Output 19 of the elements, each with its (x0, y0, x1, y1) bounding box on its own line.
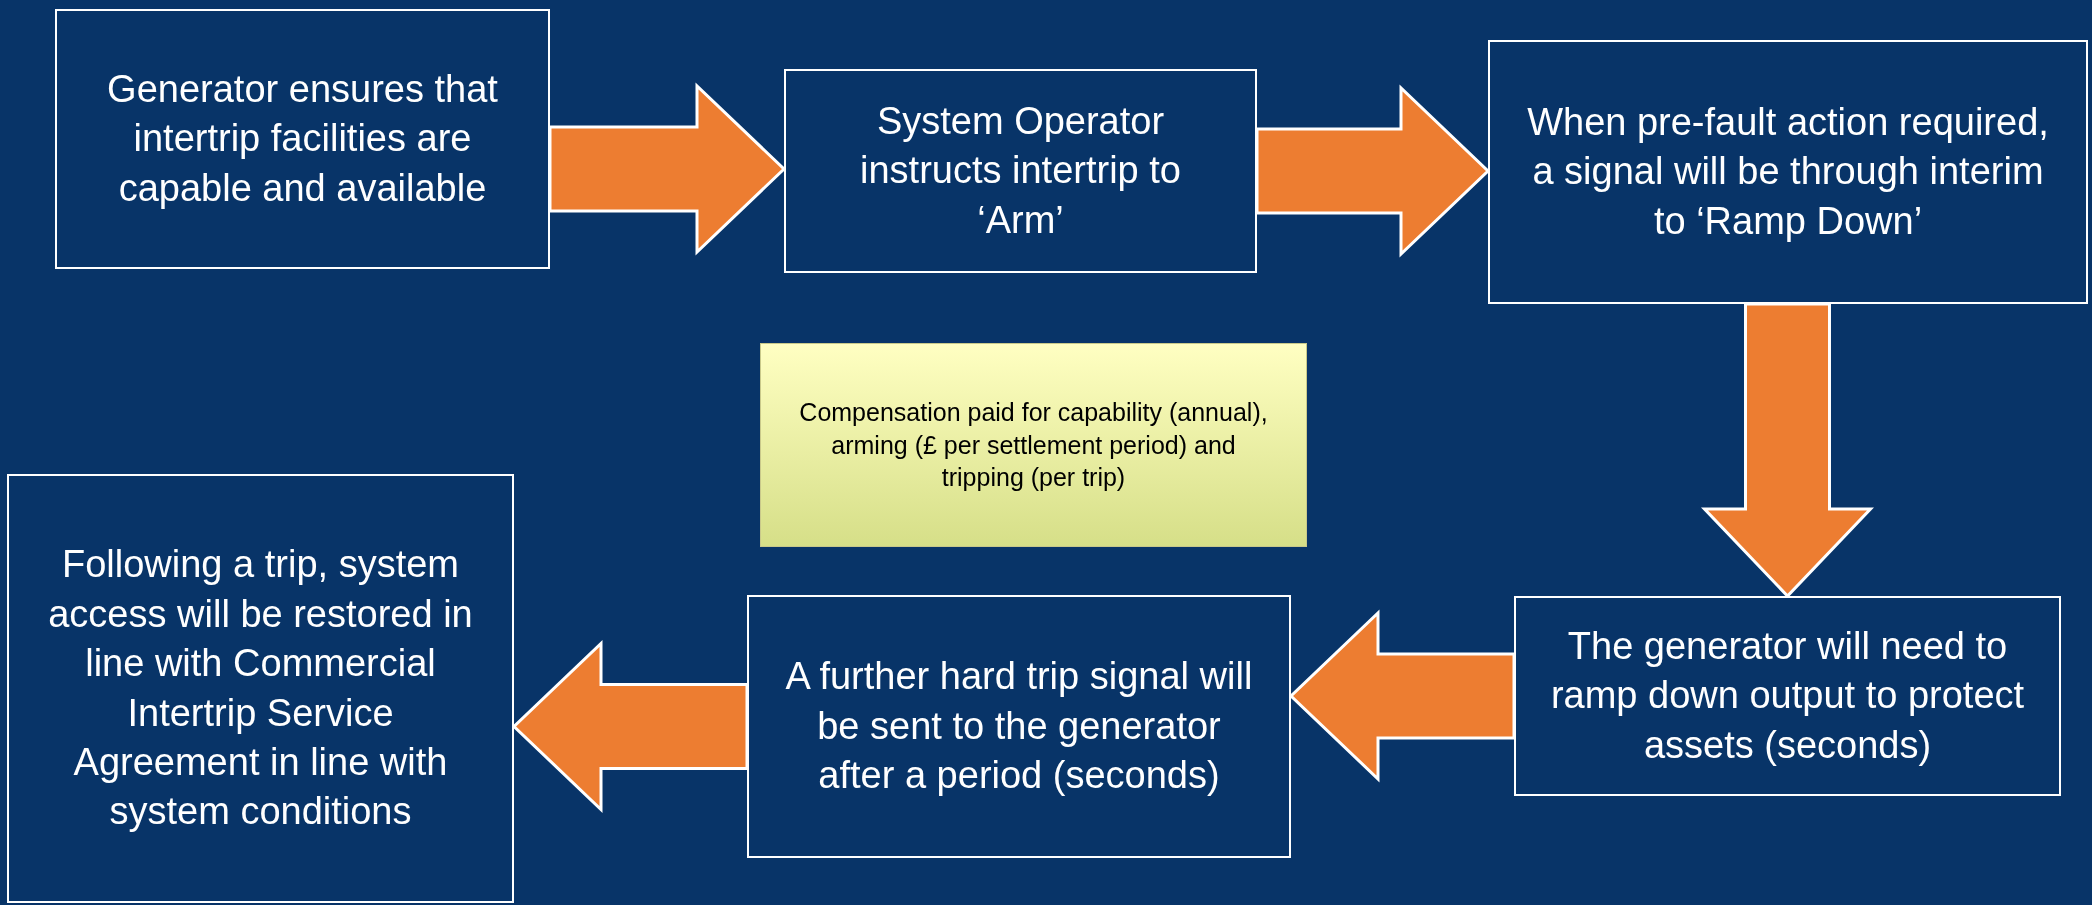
process-box (1488, 40, 2088, 304)
process-box (784, 69, 1257, 273)
process-box (7, 474, 514, 903)
process-box (1514, 596, 2061, 796)
box-text: The generator will need to ramp down output to protect assets (seconds) (1549, 623, 2026, 768)
box-text: Following a trip, system access will be restored in line with Commercial Intertrip Service Agreement in line with system conditions (47, 542, 474, 835)
block-arrow (1255, 84, 1491, 258)
block-arrow (511, 640, 749, 813)
box-text: A further hard trip signal will be sent to the generator after a period (seconds) (784, 654, 1254, 799)
box-text: Compensation paid for capability (annual), arming (£ per settlement period) and tripping (per trip) (798, 397, 1269, 494)
box-text: Generator ensures that intertrip facilities are capable and available (106, 66, 499, 211)
box-text: System Operator instructs intertrip to ‘Arm’ (859, 98, 1182, 243)
process-box (55, 9, 550, 269)
note-box (760, 343, 1307, 547)
process-box (747, 595, 1291, 858)
block-arrow (548, 82, 787, 256)
box-text: When pre-fault action required, a signal will be through interim to ‘Ramp Down’ (1526, 99, 2050, 244)
block-arrow (1701, 302, 1874, 599)
block-arrow (1288, 609, 1516, 783)
